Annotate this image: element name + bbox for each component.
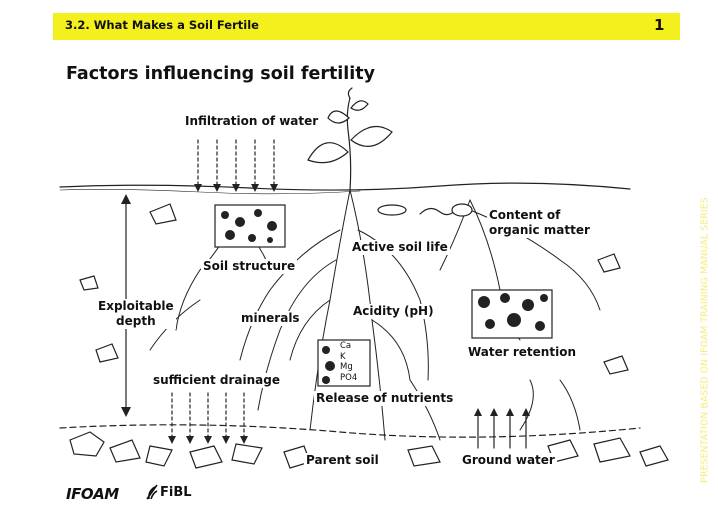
plant-leaf <box>351 127 392 147</box>
label-infiltration: Infiltration of water <box>183 114 320 129</box>
infiltration-arrows <box>198 140 274 188</box>
worm-icon <box>378 205 406 215</box>
label-active-soil-life: Active soil life <box>350 240 450 255</box>
label-sufficient-drainage: sufficient drainage <box>151 373 282 388</box>
soil-surface-line <box>60 183 630 190</box>
worm-icon <box>420 208 456 214</box>
nutrient-mg: Mg <box>340 362 357 373</box>
label-soil-structure: Soil structure <box>201 259 297 274</box>
organic-matter-clump <box>452 204 472 216</box>
plant-stem <box>347 98 350 190</box>
label-acidity: Acidity (pH) <box>351 304 436 319</box>
label-ground-water: Ground water <box>460 453 557 468</box>
nutrient-po4: PO4 <box>340 373 357 384</box>
drainage-arrows <box>172 393 244 440</box>
label-minerals: minerals <box>239 311 302 326</box>
plant-leaf <box>351 101 368 110</box>
label-organic-matter: Content of organic matter <box>487 208 592 238</box>
label-parent-soil: Parent soil <box>304 453 381 468</box>
side-caption: PRESENTATION BASED ON IFOAM TRAINING MAN… <box>700 175 710 505</box>
ground-water-arrows <box>478 412 526 448</box>
plant-leaf <box>308 143 348 163</box>
label-water-retention: Water retention <box>466 345 578 360</box>
nutrient-k: K <box>340 352 357 363</box>
nutrient-symbols: Ca K Mg PO4 <box>340 341 357 383</box>
ground-water-line <box>60 425 640 437</box>
nutrient-ca: Ca <box>340 341 357 352</box>
ifoam-logo: IFOAM <box>66 485 119 503</box>
label-exploitable-depth: Exploitable depth <box>96 299 176 329</box>
fibl-leaf-icon <box>145 483 159 501</box>
plant-leaf <box>328 111 349 123</box>
label-release-of-nutrients: Release of nutrients <box>314 391 455 406</box>
